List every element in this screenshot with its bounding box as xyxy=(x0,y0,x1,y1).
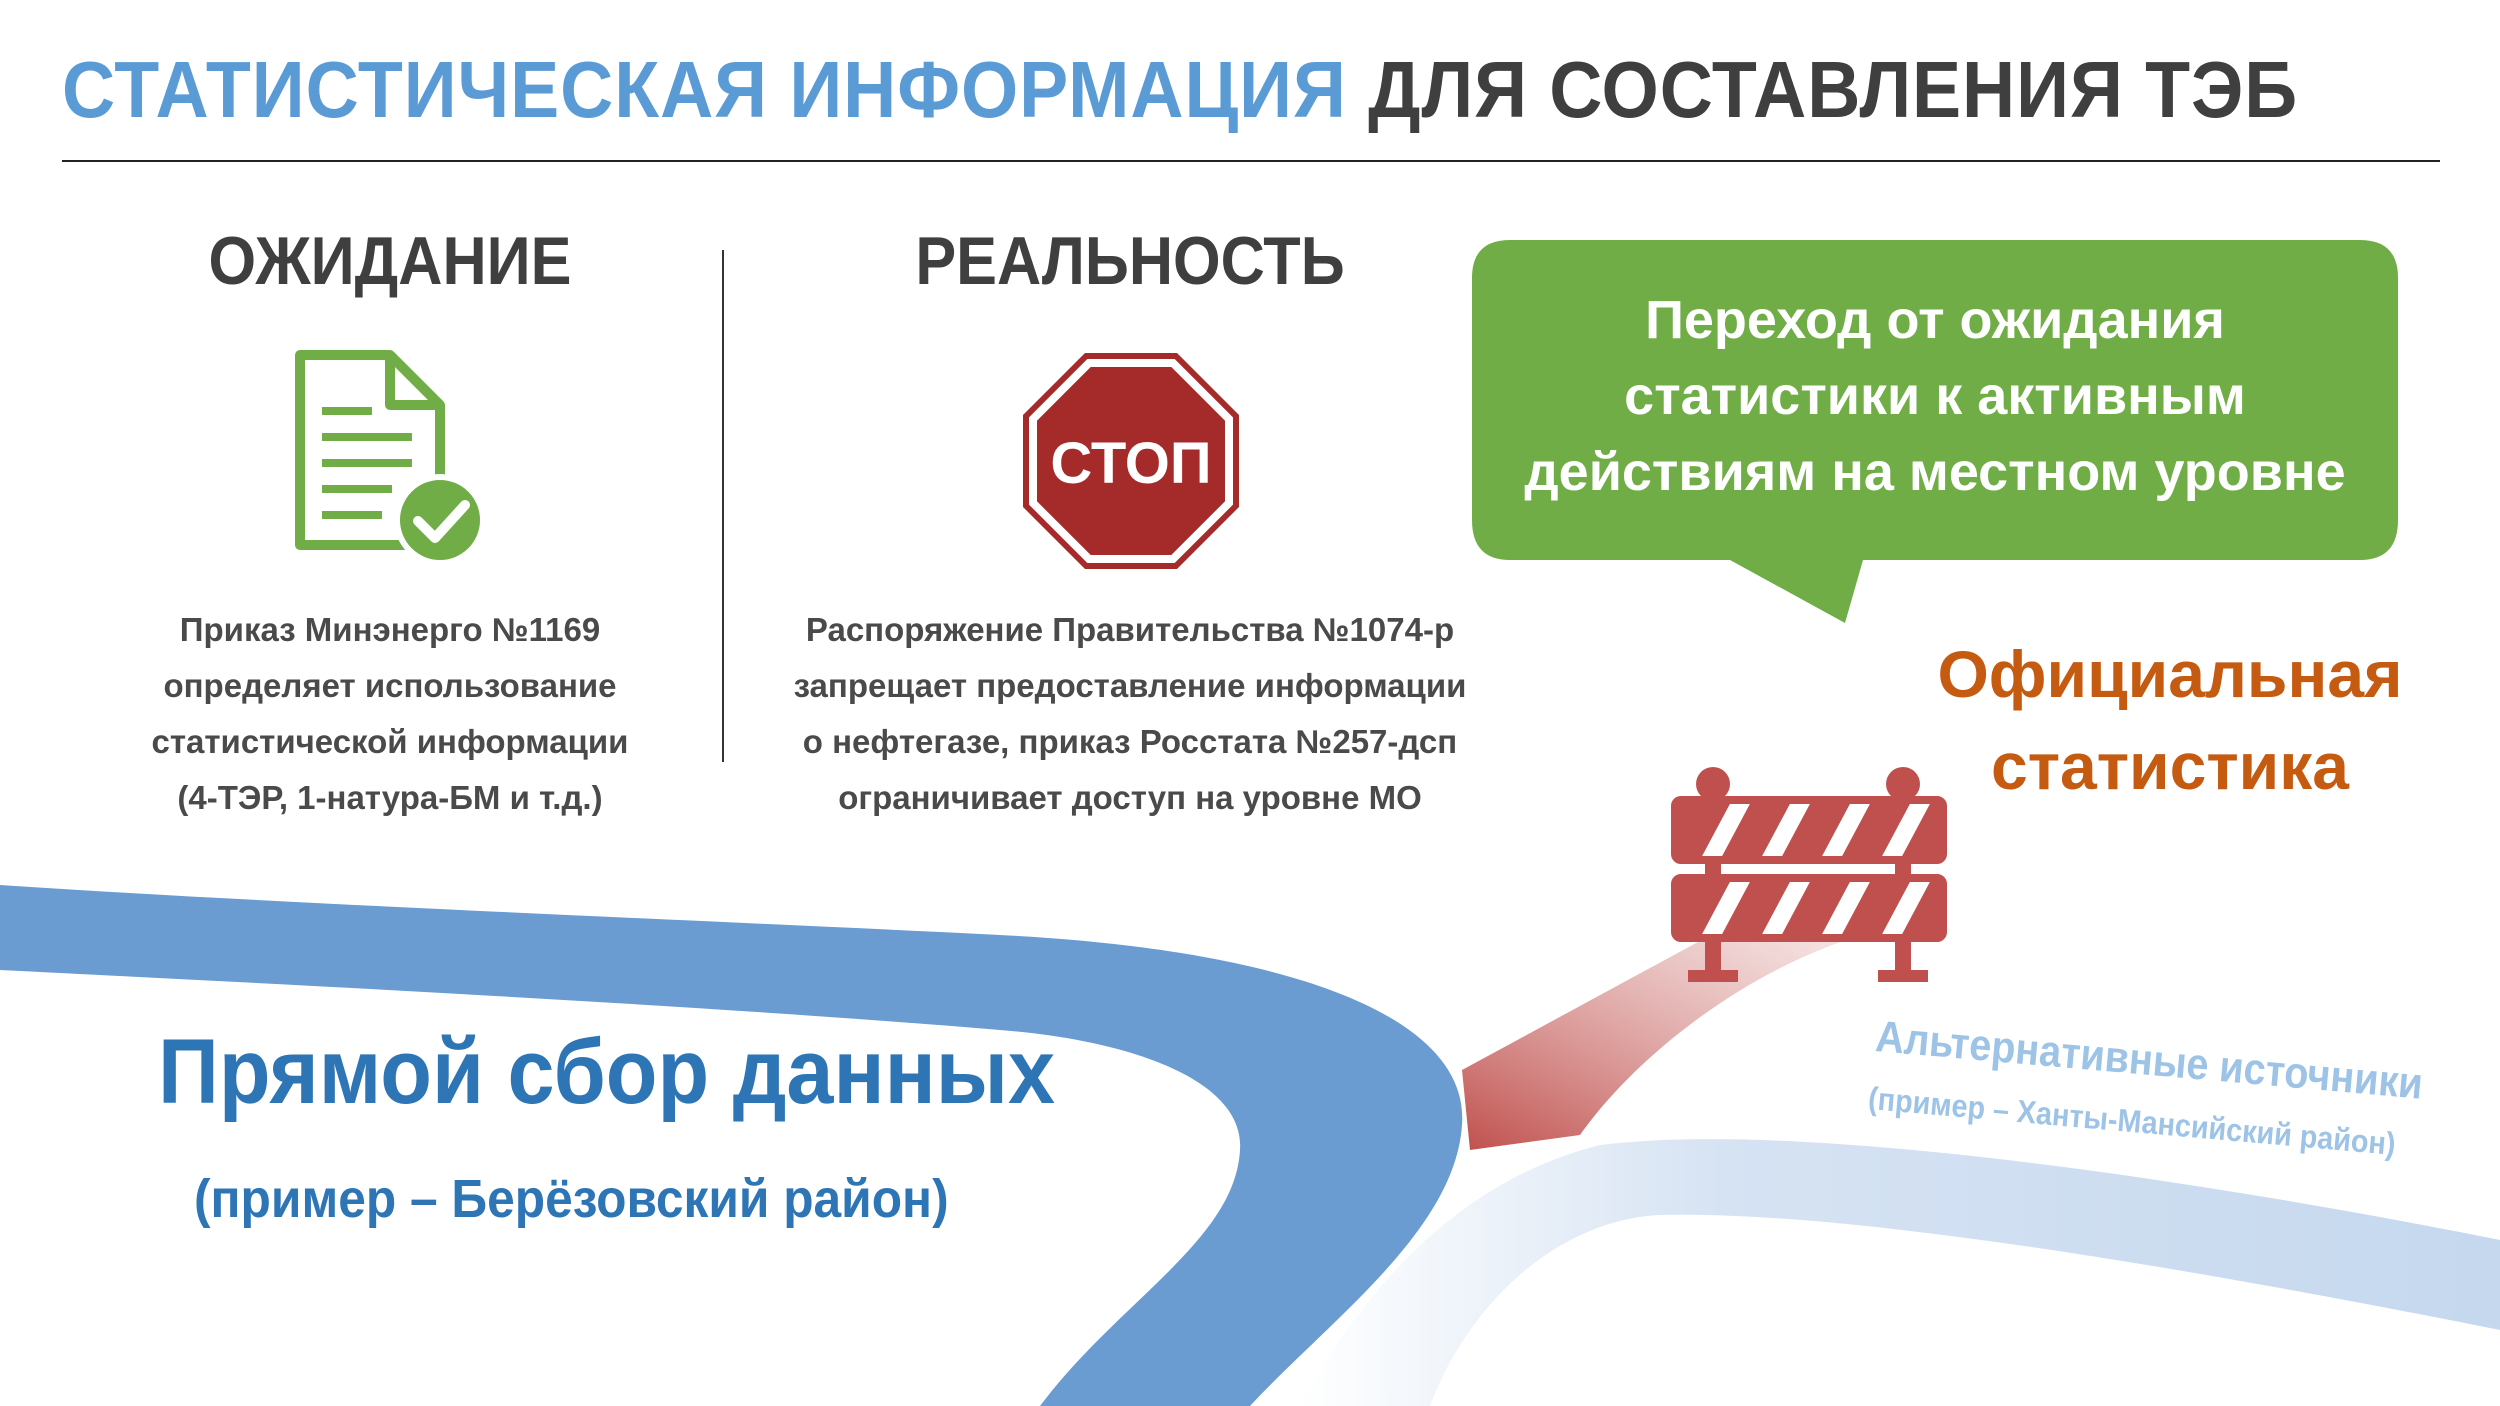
direct-road xyxy=(0,885,1463,1406)
official-line: Официальная xyxy=(1937,637,2403,711)
reality-description: Распоряжение Правительства №1074-р запре… xyxy=(790,602,1470,826)
alternative-road xyxy=(1300,1139,2500,1406)
document-check-icon xyxy=(295,350,486,565)
official-line: статистика xyxy=(1991,729,2349,803)
column-divider xyxy=(722,250,724,762)
direct-collection-example: (пример – Берёзовский район) xyxy=(194,1169,949,1229)
expectation-line: определяет использование xyxy=(163,667,617,704)
title-rest: ДЛЯ СОСТАВЛЕНИЯ ТЭБ xyxy=(1368,45,2299,134)
title-divider xyxy=(62,160,2440,162)
callout-line: статистики к активным xyxy=(1624,366,2246,426)
callout-line: действиям на местном уровне xyxy=(1524,442,2346,502)
callout-line: Переход от ожидания xyxy=(1645,290,2225,350)
stop-sign-icon: СТОП xyxy=(1023,353,1239,569)
page-title: СТАТИСТИЧЕСКАЯ ИНФОРМАЦИЯ ДЛЯ СОСТАВЛЕНИ… xyxy=(62,44,2298,136)
callout-text: Переход от ожидания статистики к активны… xyxy=(1490,282,2380,510)
stop-sign-text: СТОП xyxy=(1050,431,1211,496)
direct-collection-label: Прямой сбор данных xyxy=(158,1021,1056,1123)
title-highlight: СТАТИСТИЧЕСКАЯ ИНФОРМАЦИЯ xyxy=(62,45,1347,134)
official-road xyxy=(1462,930,1880,1150)
reality-line: ограничивает доступ на уровне МО xyxy=(838,779,1422,816)
reality-line: Распоряжение Правительства №1074-р xyxy=(805,611,1455,648)
reality-heading: РЕАЛЬНОСТЬ xyxy=(915,223,1345,299)
expectation-line: Приказ Минэнерго №1169 xyxy=(179,611,601,648)
expectation-line: (4-ТЭР, 1-натура-БМ и т.д.) xyxy=(177,779,603,816)
road-barrier-icon xyxy=(1671,767,1947,982)
expectation-heading: ОЖИДАНИЕ xyxy=(208,223,572,299)
expectation-description: Приказ Минэнерго №1169 определяет исполь… xyxy=(100,602,680,826)
callout-bubble xyxy=(1472,240,2398,623)
expectation-line: статистической информации xyxy=(151,723,629,760)
official-statistics-label: Официальная статистика xyxy=(1920,628,2420,812)
reality-line: запрещает предоставление информации xyxy=(793,667,1467,704)
reality-line: о нефтегазе, приказ Росстата №257-дсп xyxy=(802,723,1458,760)
